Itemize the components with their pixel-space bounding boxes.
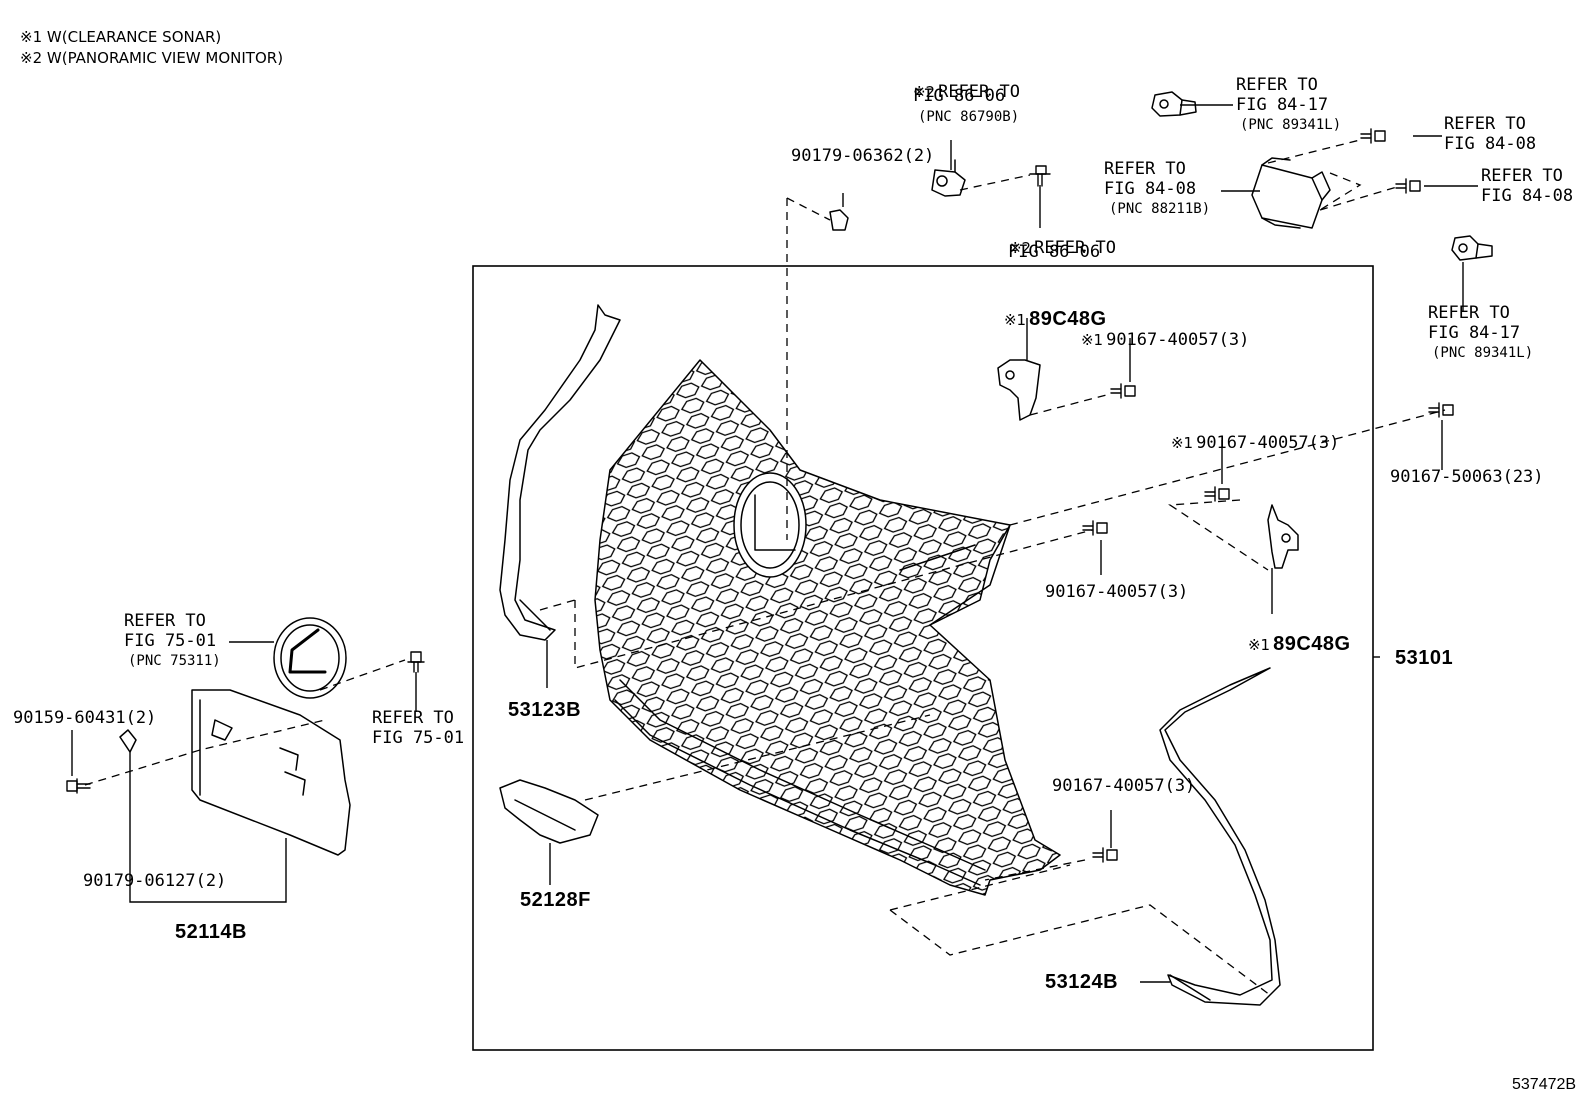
label-53123b[interactable]: 53123B xyxy=(508,699,582,721)
sensor-bracket-89c48g-top xyxy=(997,359,1041,421)
pnc-89341l-right: (PNC 89341L) xyxy=(1432,345,1534,361)
ref-84-17-top-fig[interactable]: FIG 84-17 xyxy=(1236,95,1329,115)
label-90179-06362[interactable]: 90179-06362(2) xyxy=(791,146,935,166)
label-90179-06127[interactable]: 90179-06127(2) xyxy=(83,871,227,891)
sensor-bracket-89c48g-bottom xyxy=(1267,504,1299,569)
label-52128f[interactable]: 52128F xyxy=(520,889,591,911)
ref-84-08-a[interactable]: REFER TO xyxy=(1444,114,1526,134)
bracket-52128f xyxy=(499,779,599,844)
ref-84-08-a-fig[interactable]: FIG 84-08 xyxy=(1444,134,1537,154)
camera-86790b xyxy=(931,159,966,197)
license-bracket-52114b xyxy=(191,689,351,856)
label-53101[interactable]: 53101 xyxy=(1395,647,1454,669)
label-90159-60431[interactable]: 90159-60431(2) xyxy=(13,708,157,728)
ref-84-17-right[interactable]: REFER TO xyxy=(1428,303,1510,323)
note-1: ※1 W(CLEARANCE SONAR) xyxy=(20,28,222,46)
garnish-right-53124b xyxy=(1159,667,1281,1006)
label-53124b[interactable]: 53124B xyxy=(1045,971,1119,993)
ref-75-01-bolt-fig[interactable]: FIG 75-01 xyxy=(372,728,465,748)
ref-86-06-top-fig[interactable]: FIG 86-06 xyxy=(913,86,1006,106)
note-2: ※2 W(PANORAMIC VIEW MONITOR) xyxy=(20,49,284,67)
ref-84-08-b-fig[interactable]: FIG 84-08 xyxy=(1481,186,1574,206)
sonar-sensor-89341l-top xyxy=(1151,91,1197,117)
ref-75-01-emblem[interactable]: REFER TO xyxy=(124,611,206,631)
clip-90179-06127 xyxy=(119,729,137,753)
emblem-seat xyxy=(733,472,807,578)
ref-84-17-right-fig[interactable]: FIG 84-17 xyxy=(1428,323,1521,343)
pnc-88211b: (PNC 88211B) xyxy=(1109,201,1211,217)
pnc-75311: (PNC 75311) xyxy=(128,653,221,669)
ref-86-06-bottom-fig[interactable]: FIG 86-06 xyxy=(1008,242,1101,262)
label-90167-50063[interactable]: 90167-50063(23) xyxy=(1390,467,1544,487)
clip-90179-06362 xyxy=(829,209,849,231)
assembly-frame xyxy=(472,265,1374,1051)
ref-75-01-emblem-fig[interactable]: FIG 75-01 xyxy=(124,631,217,651)
label-90167-40057-c[interactable]: 90167-40057(3) xyxy=(1045,582,1189,602)
grille-assembly-53101 xyxy=(594,359,1061,896)
pnc-86790b: (PNC 86790B) xyxy=(918,109,1020,125)
ref-84-08-b[interactable]: REFER TO xyxy=(1481,166,1563,186)
ref-75-01-bolt[interactable]: REFER TO xyxy=(372,708,454,728)
label-90167-40057-d[interactable]: 90167-40057(3) xyxy=(1052,776,1196,796)
front-emblem xyxy=(273,617,347,699)
garnish-left-53123b xyxy=(499,304,621,641)
label-52114b[interactable]: 52114B xyxy=(175,921,247,943)
leader-lines xyxy=(71,104,1478,983)
sensor-ecu-module xyxy=(1251,157,1331,229)
figure-id: 537472B xyxy=(1512,1076,1577,1093)
sonar-sensor-89341l-right xyxy=(1451,235,1493,261)
assembly-dashed-lines xyxy=(84,139,1446,996)
pnc-89341l-top: (PNC 89341L) xyxy=(1240,117,1342,133)
ref-84-17-top[interactable]: REFER TO xyxy=(1236,75,1318,95)
ref-84-08-module[interactable]: REFER TO xyxy=(1104,159,1186,179)
bolt-icons xyxy=(66,128,1454,863)
ref-84-08-module-fig[interactable]: FIG 84-08 xyxy=(1104,179,1197,199)
